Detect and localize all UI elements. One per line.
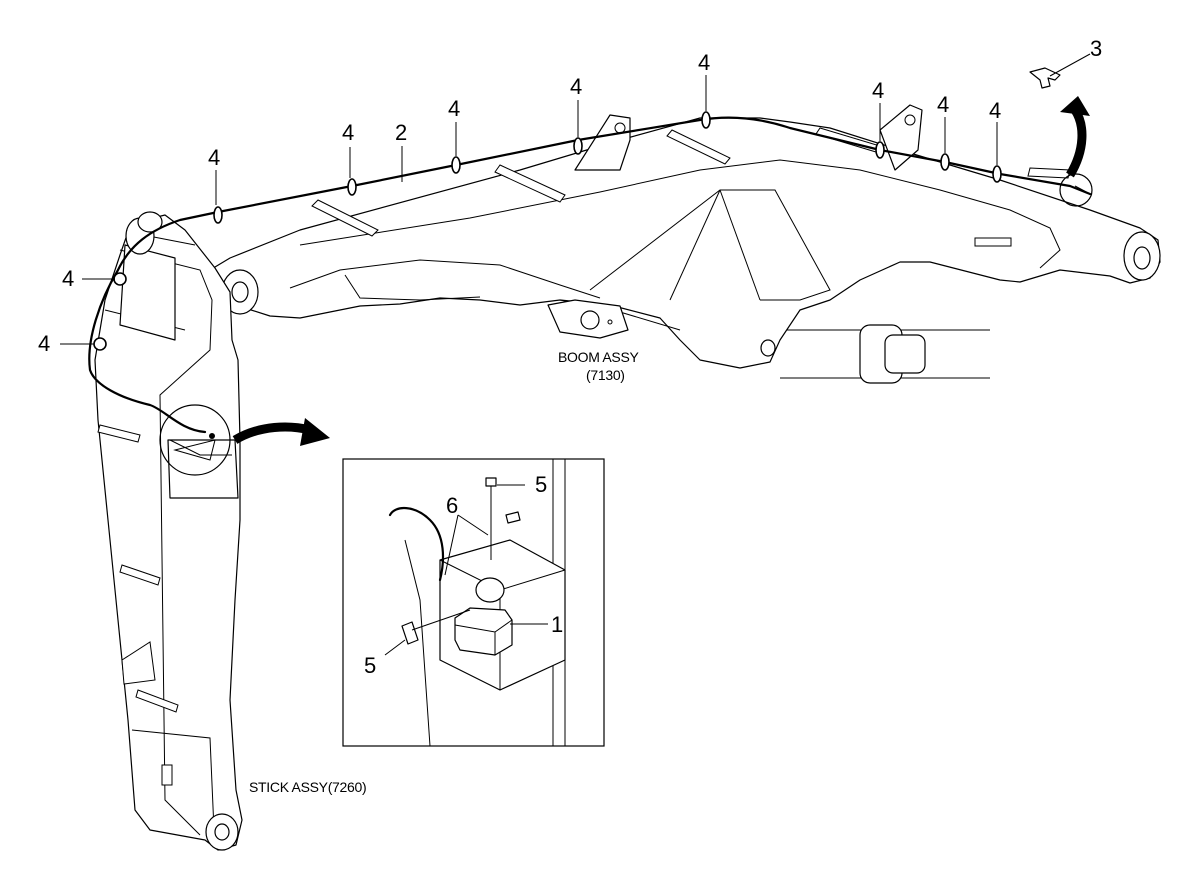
arrow-to-detail: [232, 422, 312, 444]
callout-2: 2: [395, 120, 407, 145]
clip-4-j: [93, 337, 107, 351]
boom-assembly: [209, 104, 1161, 384]
clip-4-d: [573, 137, 583, 155]
clip-4-i: [113, 272, 127, 286]
clip-4-c: [451, 156, 461, 174]
callout-numbers: 4 4 4 4 4 4 4 4 4 4 2 3 5 6 1 5: [38, 36, 1102, 678]
stick-assembly: [94, 211, 243, 851]
detail-circle-stick: [159, 404, 231, 476]
clip-4-a: [213, 206, 223, 224]
part-3-plate: [1029, 67, 1061, 89]
wire-harness: [88, 116, 1092, 434]
boom-assy-label: BOOM ASSY: [558, 349, 640, 365]
callout-4: 4: [208, 145, 220, 170]
callout-3: 3: [1090, 36, 1102, 61]
clip-4-e: [701, 111, 711, 129]
callout-4: 4: [38, 331, 50, 356]
callout-leaders: [60, 53, 1091, 345]
callout-6: 6: [446, 493, 458, 518]
callout-4: 4: [698, 50, 710, 75]
callout-4: 4: [448, 96, 460, 121]
clip-4-g: [940, 153, 950, 171]
clip-markers: [93, 111, 1002, 351]
callout-4: 4: [937, 92, 949, 117]
callout-4: 4: [570, 74, 582, 99]
callout-1: 1: [551, 612, 563, 637]
detail-inset: [342, 458, 605, 747]
stick-assy-label: STICK ASSY(7260): [249, 779, 366, 795]
clip-4-b: [347, 178, 357, 196]
callout-5-top: 5: [535, 472, 547, 497]
detail-circle-boom: [1059, 173, 1093, 207]
callout-4: 4: [872, 78, 884, 103]
clip-4-h: [992, 165, 1002, 183]
callout-5-bottom: 5: [364, 653, 376, 678]
arrow-to-part-3: [1066, 107, 1087, 178]
callout-4: 4: [342, 120, 354, 145]
clip-4-f: [875, 141, 885, 159]
callout-4: 4: [62, 266, 74, 291]
boom-assy-code: (7130): [586, 367, 625, 383]
callout-4: 4: [989, 98, 1001, 123]
